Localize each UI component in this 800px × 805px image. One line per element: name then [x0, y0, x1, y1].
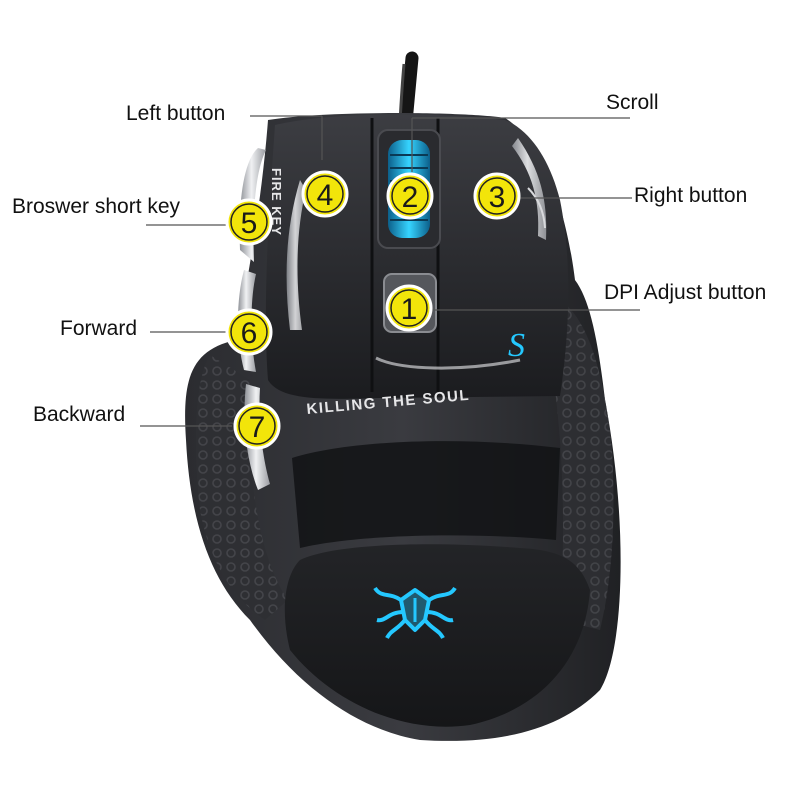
tagline-swash: S [508, 327, 525, 364]
callout-badge-backward: 7 [233, 402, 281, 450]
callout-label-browser-short-key: Broswer short key [12, 195, 181, 218]
callout-number-left: 4 [317, 179, 334, 212]
leader-lines [140, 115, 640, 427]
callout-badges: 2 4 3 5 1 6 7 [225, 170, 521, 450]
callout-badge-left: 4 [301, 170, 349, 218]
fire-key-label: FIRE KEY [269, 168, 284, 236]
left-grip-panel [195, 355, 288, 620]
spider-emblem-icon [373, 586, 457, 640]
callout-number-browser: 5 [241, 207, 258, 240]
right-grip-panel [545, 300, 614, 630]
palm-rest [284, 544, 590, 727]
callout-badge-scroll: 2 [386, 172, 434, 220]
callout-number-backward: 7 [249, 411, 266, 444]
callout-label-backward: Backward [33, 403, 126, 426]
callout-badge-dpi: 1 [385, 284, 433, 332]
callout-badge-forward: 6 [225, 308, 273, 356]
callout-number-scroll: 2 [402, 181, 419, 214]
callout-number-right: 3 [489, 181, 506, 214]
callout-label-dpi-adjust: DPI Adjust button [604, 281, 767, 304]
callout-badge-browser: 5 [225, 198, 273, 246]
callout-label-left-button: Left button [126, 102, 226, 125]
callout-number-dpi: 1 [401, 293, 418, 326]
callout-label-scroll: Scroll [606, 91, 659, 114]
mouse-cable [399, 51, 419, 129]
callout-badge-right: 3 [473, 172, 521, 220]
callout-label-forward: Forward [60, 317, 138, 340]
callout-number-forward: 6 [241, 317, 258, 350]
callout-label-right-button: Right button [634, 184, 748, 207]
